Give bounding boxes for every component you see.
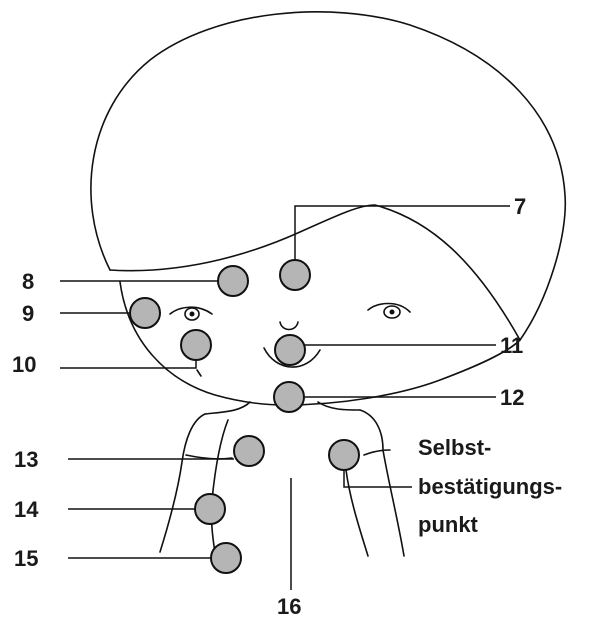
point-15[interactable] (211, 543, 241, 573)
left-pupil (190, 312, 195, 317)
face-outline (120, 282, 520, 405)
nose (280, 322, 298, 330)
right-shoulder (360, 410, 404, 556)
points (130, 260, 359, 573)
point-10[interactable] (181, 330, 211, 360)
label-16: 16 (277, 594, 301, 619)
self-check-line-2: bestätigungs- (418, 474, 562, 499)
label-12: 12 (500, 385, 524, 410)
self-check-line-3: punkt (418, 512, 479, 537)
point-13[interactable] (234, 436, 264, 466)
label-9: 9 (22, 301, 34, 326)
point-7[interactable] (280, 260, 310, 290)
right-pupil (390, 310, 395, 315)
label-15: 15 (14, 546, 38, 571)
point-12[interactable] (274, 382, 304, 412)
left-sleeve (186, 455, 232, 459)
left-shoulder (160, 414, 205, 552)
label-8: 8 (22, 269, 34, 294)
point-14[interactable] (195, 494, 225, 524)
right-sleeve (364, 450, 390, 455)
hair-outline (91, 12, 565, 340)
leader-self-check (344, 470, 412, 487)
label-11: 11 (500, 333, 523, 358)
hair-fringe (110, 205, 520, 340)
left-arm-inner (211, 420, 228, 560)
right-eye-lash (368, 304, 410, 313)
label-10: 10 (12, 352, 36, 377)
cheek-line (197, 370, 201, 376)
label-14: 14 (14, 497, 39, 522)
self-check-line-1: Selbst- (418, 435, 491, 460)
label-13: 13 (14, 447, 38, 472)
leader-10 (60, 355, 196, 368)
leader-7 (295, 206, 510, 275)
point-8[interactable] (218, 266, 248, 296)
point-self-check[interactable] (329, 440, 359, 470)
point-9[interactable] (130, 298, 160, 328)
point-11[interactable] (275, 335, 305, 365)
label-7: 7 (514, 194, 526, 219)
right-arm-inner (346, 470, 368, 556)
